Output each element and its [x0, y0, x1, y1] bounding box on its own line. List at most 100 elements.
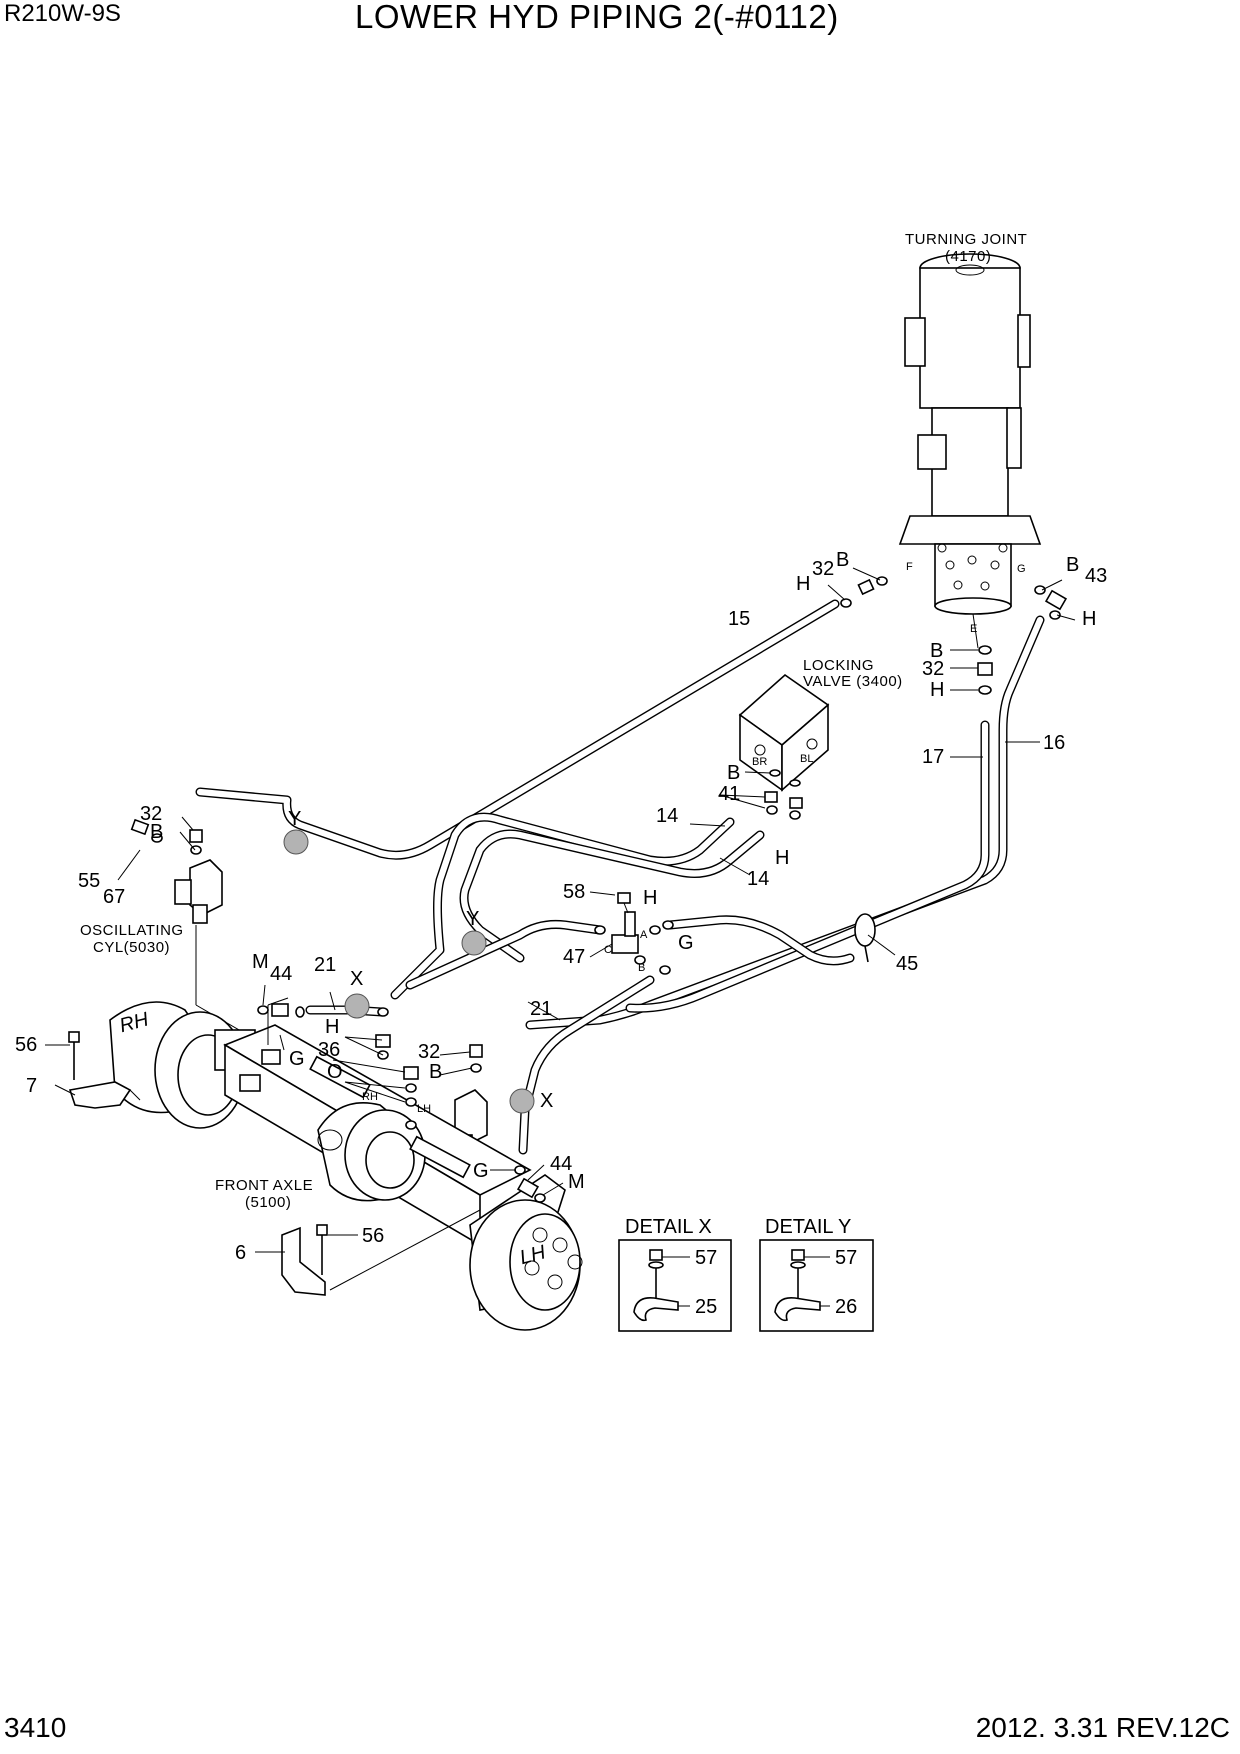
hose-tee: [405, 915, 855, 990]
callout-g: G: [289, 1048, 305, 1070]
callout-h: H: [325, 1016, 339, 1038]
detail-marker-x2: [509, 1088, 535, 1114]
callout-21: 21: [314, 954, 336, 976]
callout-32: 32: [418, 1041, 440, 1063]
part-callouts: 32 B H B 43 H 15 B 32 H 16 17 B 41 14 H …: [15, 549, 1107, 1264]
callout-g: G: [678, 932, 694, 954]
front-axle: [109, 997, 583, 1331]
callout-o: O: [327, 1061, 343, 1083]
port-br: BR: [752, 756, 767, 768]
tee-fitting-47: [594, 892, 674, 975]
hose-17: [625, 720, 990, 1013]
clamp-45: [854, 913, 876, 963]
callout-36: 36: [318, 1039, 340, 1061]
callout-15: 15: [728, 608, 750, 630]
callout-55: 55: [78, 870, 100, 892]
port-c: C: [604, 944, 612, 956]
locking-valve-code: VALVE (3400): [803, 673, 903, 690]
detail-marker-x1: [344, 993, 370, 1019]
pipe-lines: [195, 599, 1045, 1155]
oscillating-cyl-code: CYL(5030): [93, 939, 170, 956]
callout-b: B: [1066, 554, 1079, 576]
revision-date: 2012. 3.31 REV.12C: [975, 1712, 1230, 1743]
callout-56: 56: [15, 1034, 37, 1056]
callout-h: H: [930, 679, 944, 701]
callout-h: H: [643, 887, 657, 909]
callout-56: 56: [362, 1225, 384, 1247]
callout-21: 21: [530, 998, 552, 1020]
callout-b: B: [836, 549, 849, 571]
front-axle-label: FRONT AXLE: [215, 1177, 313, 1194]
port-a: A: [640, 929, 648, 941]
callout-32: 32: [812, 558, 834, 580]
bracket-7: [68, 1031, 132, 1109]
model-number: R210W-9S: [4, 0, 121, 27]
hose-14b: [459, 829, 765, 963]
callout-32: 32: [922, 658, 944, 680]
bracket-6: [281, 1224, 328, 1296]
detail-x-box: [618, 1239, 732, 1332]
port-bl: BL: [800, 753, 813, 765]
detail-y-box: [759, 1239, 874, 1332]
callout-32: 32: [140, 803, 162, 825]
detail-marker-y2: [461, 930, 487, 956]
callout-44: 44: [270, 963, 292, 985]
callout-16: 16: [1043, 732, 1065, 754]
leader-lines: [45, 567, 1076, 1253]
hose-16: [525, 615, 1045, 1030]
page-number: 3410: [4, 1712, 67, 1743]
callout-67: 67: [103, 886, 125, 908]
callout-b: B: [930, 640, 943, 662]
callout-h: H: [775, 847, 789, 869]
callout-58: 58: [563, 881, 585, 903]
callout-17: 17: [922, 746, 944, 768]
detail-marker-y1: [283, 829, 309, 855]
port-g: G: [1017, 563, 1026, 575]
port-e: E: [970, 623, 977, 635]
port-rh: RH: [362, 1091, 378, 1103]
hose-21: [518, 975, 655, 1155]
oscillating-cyl-label: OSCILLATING: [80, 922, 184, 939]
callout-y: Y: [466, 908, 479, 930]
detail-y-clamp: 26: [835, 1296, 857, 1318]
locking-valve: [738, 673, 830, 820]
callout-h: H: [796, 573, 810, 595]
turning-joint: [898, 253, 1042, 615]
locking-valve-label: LOCKING: [803, 657, 874, 674]
port-b: B: [638, 962, 645, 974]
turning-joint-code: (4170): [945, 248, 991, 265]
callout-14: 14: [656, 805, 678, 827]
callout-7: 7: [26, 1075, 37, 1097]
port-lh: LH: [417, 1103, 431, 1115]
hose-14a: [390, 812, 735, 1000]
callout-m: M: [252, 951, 269, 973]
callout-43: 43: [1085, 565, 1107, 587]
tj-fittings: [840, 576, 1068, 695]
oscillating-cylinder-left: [130, 818, 266, 1046]
callout-14: 14: [747, 868, 769, 890]
port-f: F: [906, 561, 913, 573]
callout-b: B: [429, 1061, 442, 1083]
detail-y-bolt: 57: [835, 1247, 857, 1269]
detail-x-clamp: 25: [695, 1296, 717, 1318]
callout-45: 45: [896, 953, 918, 975]
page-title: LOWER HYD PIPING 2(-#0112): [355, 0, 839, 35]
callout-g: G: [473, 1160, 489, 1182]
callout-6: 6: [235, 1242, 246, 1264]
callout-44: 44: [550, 1153, 572, 1175]
callout-x: X: [350, 968, 363, 990]
detail-x-bolt: 57: [695, 1247, 717, 1269]
detail-x-title: DETAIL X: [625, 1216, 712, 1238]
turning-joint-label: TURNING JOINT: [905, 231, 1027, 248]
callout-b: B: [727, 762, 740, 784]
callout-47: 47: [563, 946, 585, 968]
detail-y-title: DETAIL Y: [765, 1216, 851, 1238]
callout-x: X: [540, 1090, 553, 1112]
front-axle-code: (5100): [245, 1194, 291, 1211]
callout-b: B: [150, 821, 163, 843]
callout-41: 41: [718, 783, 740, 805]
callout-m: M: [568, 1171, 585, 1193]
front-left-fittings: [257, 1003, 546, 1203]
callout-h: H: [1082, 608, 1096, 630]
